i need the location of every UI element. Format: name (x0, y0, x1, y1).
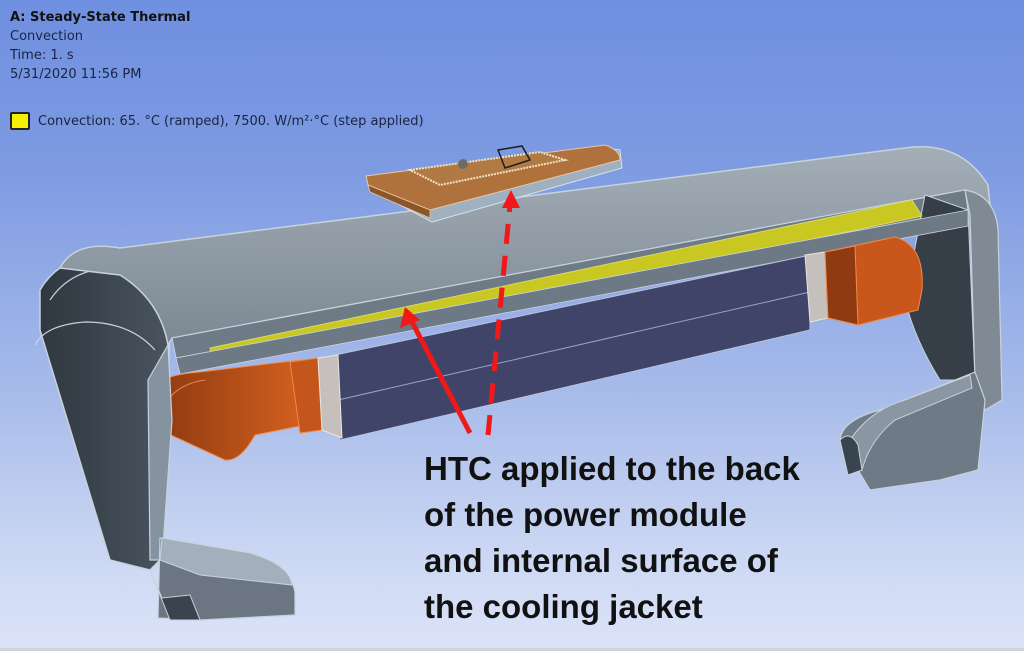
dashed-arrow-line (485, 204, 513, 436)
left-support-leg (147, 342, 296, 621)
callout-line: HTC applied to the back (424, 450, 800, 487)
callout-line: of the power module (424, 496, 747, 533)
boundary-condition-legend: Convection: 65. °C (ramped), 7500. W/m²·… (10, 112, 424, 130)
time-label: Time: 1. s (10, 48, 74, 63)
callout-text: HTC applied to the back of the power mod… (424, 446, 844, 630)
solid-arrow-head (400, 307, 420, 328)
timestamp: 5/31/2020 11:56 PM (10, 67, 142, 82)
legend-text: Convection: 65. °C (ramped), 7500. W/m²·… (38, 113, 424, 129)
callout-arrows (400, 190, 520, 436)
left-end-winding (154, 354, 343, 461)
callout-line: and internal surface of (424, 542, 778, 579)
inner-wall-strip (175, 209, 969, 375)
analysis-annotation: A: Steady-State Thermal Convection Time:… (10, 8, 190, 84)
object-name: Convection (10, 29, 84, 44)
dashed-arrow-head (502, 190, 520, 208)
solid-arrow-line (409, 320, 473, 435)
legend-color-swatch (10, 112, 30, 130)
right-end-winding (804, 236, 923, 326)
power-module (365, 144, 623, 223)
callout-line: the cooling jacket (424, 588, 703, 625)
analysis-title: A: Steady-State Thermal (10, 10, 191, 25)
right-support-foot (839, 371, 986, 491)
bottom-border (0, 648, 1024, 651)
